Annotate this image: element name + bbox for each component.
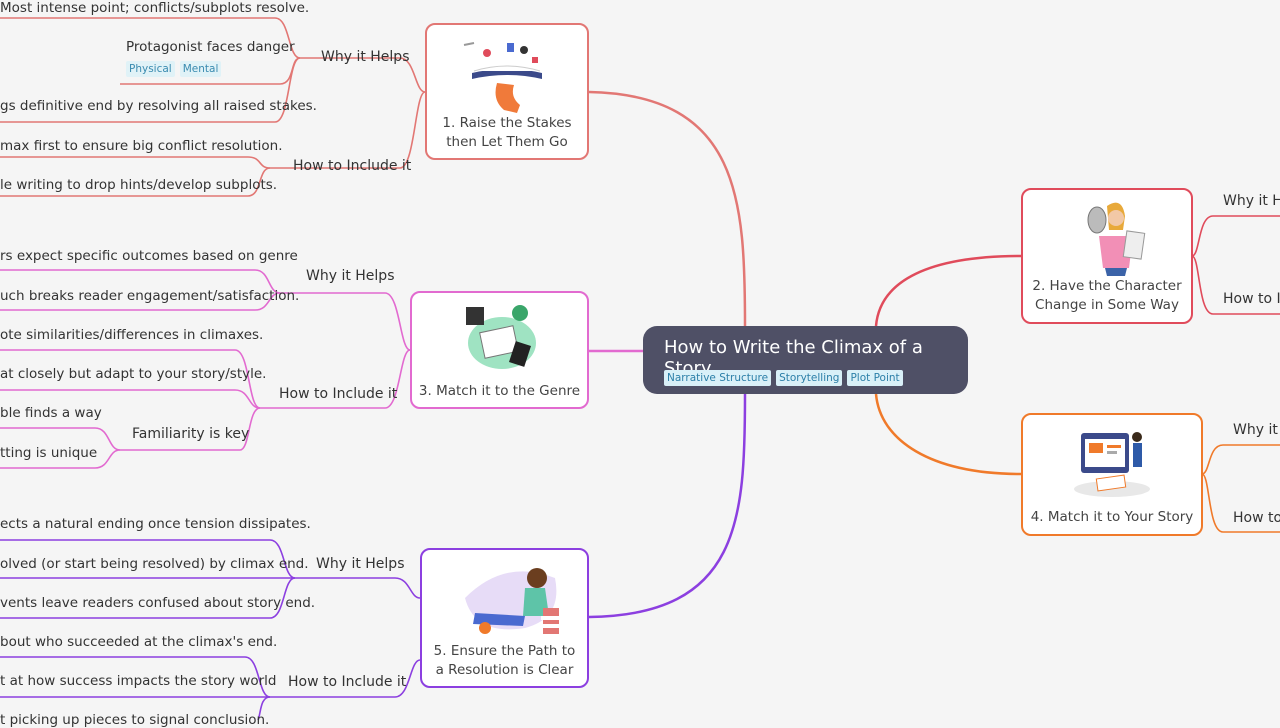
topic-card-match-story[interactable]: 4. Match it to Your Story — [1021, 413, 1203, 536]
t5-how-item-3[interactable]: t picking up pieces to signal conclusion… — [0, 712, 270, 728]
topic-card-character-change[interactable]: 2. Have the Character Change in Some Way — [1021, 188, 1193, 324]
genre-illustration — [465, 305, 536, 369]
t5-why-item-1[interactable]: ects a natural ending once tension dissi… — [0, 516, 311, 532]
connector-central-t5 — [588, 393, 747, 619]
t3-fam-item-2[interactable]: tting is unique — [0, 445, 98, 461]
tag-physical[interactable]: Physical — [126, 61, 175, 77]
t4-why-label[interactable]: Why it H — [1233, 422, 1280, 438]
t3-familiarity-label[interactable]: Familiarity is key — [132, 426, 250, 442]
t3-why-item-2[interactable]: uch breaks reader engagement/satisfactio… — [0, 288, 300, 304]
t5-why-item-2[interactable]: olved (or start being resolved) by clima… — [0, 556, 309, 572]
t1-how-label[interactable]: How to Include it — [293, 158, 412, 174]
connector-central-t4 — [874, 393, 1022, 476]
stakes-illustration — [463, 42, 542, 113]
resolution-illustration — [464, 568, 561, 634]
topic-3-title: 3. Match it to the Genre — [418, 383, 581, 399]
t5-why-item-3[interactable]: vents leave readers confused about story… — [0, 595, 316, 611]
character-change-illustration — [1087, 202, 1146, 276]
central-tags: Narrative Structure Storytelling Plot Po… — [664, 370, 903, 386]
topic-card-clear-resolution[interactable]: 5. Ensure the Path to a Resolution is Cl… — [420, 548, 589, 688]
t2-how-label[interactable]: How to In — [1223, 291, 1280, 307]
topic-card-raise-stakes[interactable]: 1. Raise the Stakes then Let Them Go — [425, 23, 589, 160]
match-story-illustration — [1074, 432, 1150, 497]
topic-2-title-line1: 2. Have the Character — [1032, 278, 1182, 294]
t5-why-label[interactable]: Why it Helps — [316, 556, 405, 572]
t3-fam-item-1[interactable]: ble finds a way — [0, 405, 102, 421]
tag-mental[interactable]: Mental — [179, 61, 222, 77]
tag-plot-point[interactable]: Plot Point — [847, 370, 903, 386]
t1-why-item-3[interactable]: gs definitive end by resolving all raise… — [0, 98, 317, 114]
t5-how-item-2[interactable]: t at how success impacts the story world — [0, 673, 277, 689]
t5-how-label[interactable]: How to Include it — [288, 674, 407, 690]
t1-danger-tags: Physical Mental — [126, 61, 222, 77]
topic-5-title-line1: 5. Ensure the Path to — [433, 643, 576, 659]
topic-1-title-line1: 1. Raise the Stakes — [442, 115, 572, 131]
t1-how-item-2[interactable]: le writing to drop hints/develop subplot… — [0, 177, 278, 193]
t3-how-label[interactable]: How to Include it — [279, 386, 398, 402]
t5-how-item-1[interactable]: bout who succeeded at the climax's end. — [0, 634, 278, 650]
topic-2-title-line2: Change in Some Way — [1035, 297, 1179, 313]
topic-5-title-line2: a Resolution is Clear — [435, 662, 574, 678]
connector-central-t2 — [874, 254, 1022, 327]
t1-why-item-2[interactable]: Protagonist faces danger — [126, 39, 295, 55]
t4-how-label[interactable]: How to — [1233, 510, 1280, 526]
topic-card-match-genre[interactable]: 3. Match it to the Genre — [410, 291, 589, 409]
t3-how-item-1[interactable]: ote similarities/differences in climaxes… — [0, 327, 264, 343]
t1-how-item-1[interactable]: max first to ensure big conflict resolut… — [0, 138, 283, 154]
t1-why-label[interactable]: Why it Helps — [321, 49, 410, 65]
t3-why-item-1[interactable]: rs expect specific outcomes based on gen… — [0, 248, 298, 264]
t2-why-label[interactable]: Why it He — [1223, 193, 1280, 209]
t3-why-label[interactable]: Why it Helps — [306, 268, 395, 284]
t3-how-item-2[interactable]: at closely but adapt to your story/style… — [0, 366, 267, 382]
tag-narrative-structure[interactable]: Narrative Structure — [664, 370, 772, 386]
topic-1-title-line2: then Let Them Go — [446, 134, 568, 150]
connector-central-t1 — [588, 90, 747, 327]
topic-4-title: 4. Match it to Your Story — [1030, 509, 1194, 525]
tag-storytelling[interactable]: Storytelling — [776, 370, 843, 386]
central-topic[interactable]: How to Write the Climax of a Story Narra… — [643, 326, 968, 394]
t1-why-item-1[interactable]: Most intense point; conflicts/subplots r… — [0, 0, 310, 16]
